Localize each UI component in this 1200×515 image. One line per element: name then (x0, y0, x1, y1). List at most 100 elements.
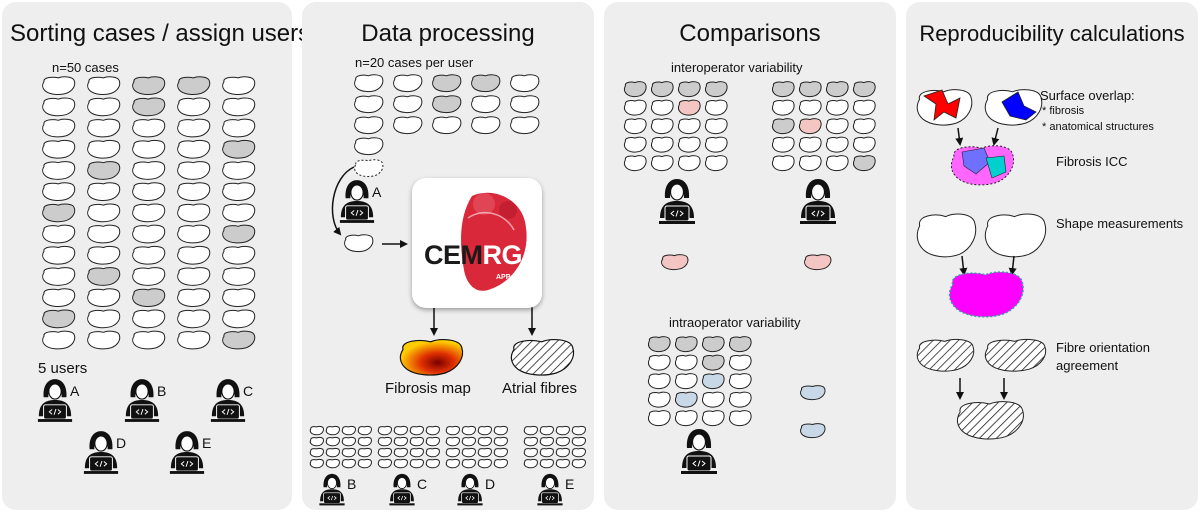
user-operator-icon (83, 431, 119, 474)
case-shape (704, 136, 728, 153)
case-shape (309, 447, 324, 458)
panel-title: Sorting cases / assign users (10, 20, 311, 47)
case-shape (341, 436, 356, 447)
case-shape (461, 458, 476, 469)
case-shape (87, 118, 121, 138)
case-shape (461, 436, 476, 447)
user-label-d: D (116, 435, 127, 451)
atrial-fibres-label: Atrial fibres (502, 380, 578, 397)
case-shape (222, 224, 256, 244)
case-shape (132, 139, 166, 159)
case-shape (222, 330, 256, 350)
code-icon (180, 461, 194, 467)
case-shape (425, 458, 440, 469)
case-shape (539, 447, 554, 458)
case-shape (771, 155, 795, 172)
case-shape (354, 137, 384, 156)
case-shape (477, 447, 492, 458)
case-shape (728, 391, 752, 408)
arrow (959, 255, 968, 276)
case-shape (677, 118, 701, 135)
case-shape (132, 182, 166, 202)
case-shape (42, 139, 76, 159)
case-shape (916, 213, 977, 258)
case-shape (798, 155, 822, 172)
case-shape (177, 224, 211, 244)
case-shape (704, 118, 728, 135)
user-operator-icon (169, 431, 205, 474)
case-shape (393, 458, 408, 469)
case-shape (650, 155, 674, 172)
case-shape (461, 447, 476, 458)
user-operator-icon (800, 179, 836, 224)
case-shape (87, 267, 121, 286)
case-shape (177, 161, 211, 180)
case-shape (42, 97, 76, 117)
case-shape (798, 99, 822, 116)
case-shape (771, 118, 795, 135)
case-shape (555, 458, 570, 469)
case-shape (701, 373, 725, 390)
case-shape (523, 425, 538, 436)
bullet-anatomical-structures: * anatomical structures (1042, 121, 1154, 133)
case-shape (132, 288, 166, 308)
user-operator-icon (659, 179, 695, 224)
case-shape (555, 436, 570, 447)
case-shape (177, 267, 211, 286)
case-grid-50 (37, 76, 256, 474)
case-shape (704, 81, 728, 98)
code-icon (465, 496, 475, 501)
case-shape (132, 203, 166, 223)
case-shape (222, 288, 256, 308)
case-shape (571, 425, 586, 436)
case-shape (309, 436, 324, 447)
panel-sorting-cases: Sorting cases / assign users n=50 cases … (2, 2, 310, 510)
case-shape (771, 136, 795, 153)
case-shape (325, 447, 340, 458)
panel-title: Comparisons (679, 20, 821, 47)
case-shape (677, 99, 701, 116)
code-icon (545, 496, 555, 501)
case-shape (42, 118, 76, 138)
case-shape (539, 436, 554, 447)
code-icon (94, 461, 108, 467)
case-shape (432, 95, 462, 114)
case-shape (42, 203, 76, 223)
case-shape (409, 458, 424, 469)
case-shape (825, 118, 849, 135)
case-shape (177, 330, 211, 350)
case-shape (42, 288, 76, 308)
case-shape (357, 458, 372, 469)
case-shape (393, 425, 408, 436)
case-shape (477, 458, 492, 469)
case-shape (42, 182, 76, 202)
code-icon (397, 496, 407, 501)
shape-overlap-result (948, 271, 1024, 318)
case-shape (409, 425, 424, 436)
case-shape (42, 330, 76, 350)
fibre-shape (916, 338, 975, 372)
user-operator-icon (124, 379, 160, 422)
case-shape (445, 447, 460, 458)
logo-accent-text: RG (482, 240, 523, 270)
case-shape (325, 458, 340, 469)
arrow (955, 127, 964, 146)
code-icon (135, 409, 149, 415)
case-shape (647, 410, 671, 427)
case-shape (132, 161, 166, 180)
case-shape (87, 139, 121, 159)
case-shape (341, 447, 356, 458)
case-shape (344, 234, 374, 253)
case-shape (377, 458, 392, 469)
case-shape (674, 410, 698, 427)
case-shape (222, 182, 256, 202)
case-shape (771, 99, 795, 116)
user-label-c: C (243, 383, 254, 399)
case-shape (222, 203, 256, 223)
case-shape (445, 458, 460, 469)
case-shape (222, 161, 256, 180)
case-shape (493, 425, 508, 436)
case-shape (393, 116, 423, 135)
case-shape (650, 136, 674, 153)
case-shape (650, 118, 674, 135)
